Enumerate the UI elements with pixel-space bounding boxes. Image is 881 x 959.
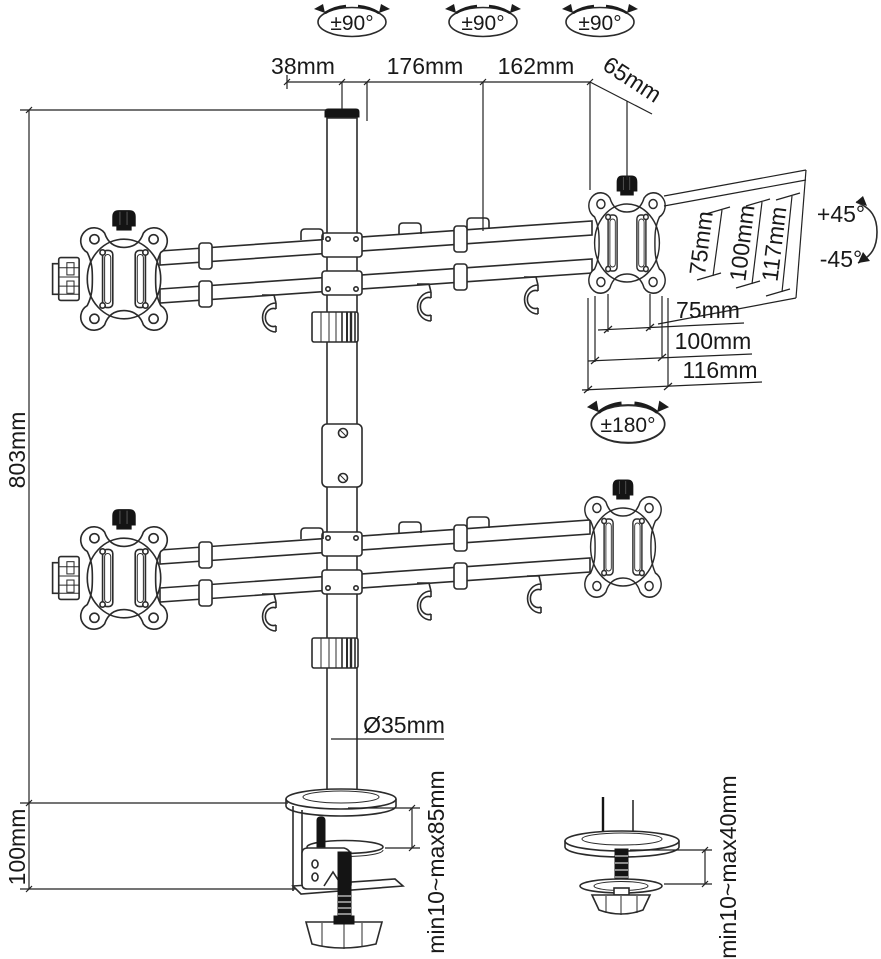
arm-row-lower xyxy=(159,516,591,632)
swivel-label-2: ±90° xyxy=(461,12,504,35)
cable-hook xyxy=(523,276,539,315)
clamp-screw xyxy=(304,851,384,949)
dim-label-vesa-horizontal-100: 100mm xyxy=(675,328,752,354)
swivel-label-3: ±90° xyxy=(578,12,621,35)
tilt-arc xyxy=(855,201,878,264)
cable-hook xyxy=(416,582,432,621)
cable-hook xyxy=(526,575,542,614)
left-dimension-chain: 803mm 100mm xyxy=(4,106,327,893)
tilt-annotation: +45° -45° xyxy=(817,196,878,272)
swivel-label-1: ±90° xyxy=(330,12,373,35)
dim-label-head-offset: 65mm xyxy=(598,51,666,108)
pole-connector-plate xyxy=(321,423,363,488)
dim-label-pole-diameter: Ø35mm xyxy=(363,712,445,738)
arm1-clip-1 xyxy=(300,228,324,241)
arm-row-upper xyxy=(159,217,593,333)
cable-hook xyxy=(416,283,432,322)
dim-label-arm-outer: 162mm xyxy=(498,53,575,79)
swivel-symbols: ±90° ±90° ±90° xyxy=(312,2,640,38)
arm1-clip-3 xyxy=(466,217,490,230)
dim-label-grommet-range: min10~max40mm xyxy=(715,775,741,958)
dim-label-plate-width-116: 116mm xyxy=(683,357,758,383)
vesa-plate-row2-left xyxy=(51,508,169,631)
dim-label-arm-inner: 176mm xyxy=(387,53,464,79)
vesa-plate-row2-right xyxy=(584,479,662,599)
head-bracket-dimensions: 75mm 100mm 117mm xyxy=(657,169,807,325)
cable-hook xyxy=(261,294,277,333)
pole-diameter-dimension: Ø35mm xyxy=(331,712,445,740)
tilt-down-label: -45° xyxy=(820,246,862,272)
head-rotation-symbol: ±180° xyxy=(585,398,671,445)
grommet-mount: min10~max40mm xyxy=(564,775,741,959)
cable-hook xyxy=(261,593,277,632)
dim-label-vesa-horizontal-75: 75mm xyxy=(676,297,740,323)
dim-label-clamp-range: min10~max85mm xyxy=(423,770,449,953)
dim-label-vesa-vertical-75: 75mm xyxy=(684,210,718,277)
grommet-screw xyxy=(614,848,629,886)
dim-label-clamp-drop: 100mm xyxy=(4,809,30,886)
dim-label-vesa-vertical-100: 100mm xyxy=(724,203,759,282)
vesa-plate-row1-left xyxy=(51,209,169,332)
pole-collar-lower xyxy=(310,636,360,670)
tilt-up-label: +45° xyxy=(817,201,865,227)
pole-collar-upper xyxy=(310,310,360,344)
vesa-horizontal-dimensions: 75mm 100mm 116mm xyxy=(581,294,763,394)
head-rotation-label: ±180° xyxy=(601,414,656,437)
dim-label-plate-height-117: 117mm xyxy=(757,205,792,283)
dim-label-pole-height: 803mm xyxy=(4,412,30,489)
arm2-clip-3 xyxy=(466,516,490,529)
pole xyxy=(310,108,363,796)
dim-label-pole-offset: 38mm xyxy=(271,53,335,79)
desk-clamp: min10~max85mm xyxy=(285,770,449,954)
vesa-plate-row1-right xyxy=(588,175,666,295)
arm2-clip-1 xyxy=(300,527,324,540)
